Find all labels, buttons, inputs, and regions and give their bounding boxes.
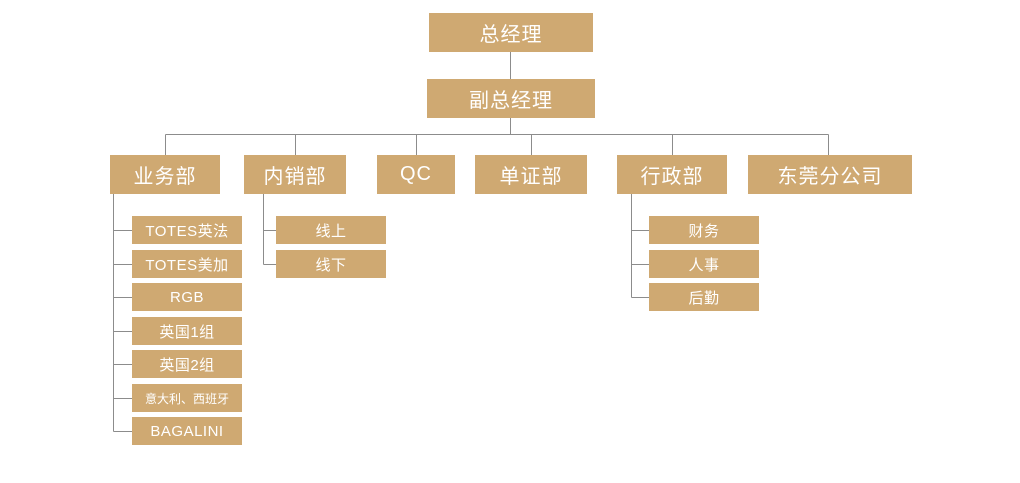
node-team-offline: 线下: [276, 250, 386, 278]
node-dept-admin: 行政部: [617, 155, 727, 194]
node-team-hr: 人事: [649, 250, 759, 278]
node-team-rgb: RGB: [132, 283, 242, 311]
node-dept-business: 业务部: [110, 155, 220, 194]
node-team-uk-group2: 英国2组: [132, 350, 242, 378]
node-deputy-general-manager: 副总经理: [427, 79, 595, 118]
node-dept-qc: QC: [377, 155, 455, 194]
node-dept-domestic-sales: 内销部: [244, 155, 346, 194]
node-team-totes-us-canada: TOTES美加: [132, 250, 242, 278]
node-team-italy-spain: 意大利、西班牙: [132, 384, 242, 412]
node-team-totes-uk-france: TOTES英法: [132, 216, 242, 244]
node-branch-dongguan: 东莞分公司: [748, 155, 912, 194]
node-team-uk-group1: 英国1组: [132, 317, 242, 345]
node-dept-documentation: 单证部: [475, 155, 587, 194]
node-team-logistics: 后勤: [649, 283, 759, 311]
node-team-bagalini: BAGALINI: [132, 417, 242, 445]
node-general-manager: 总经理: [429, 13, 593, 52]
node-team-online: 线上: [276, 216, 386, 244]
node-team-finance: 财务: [649, 216, 759, 244]
